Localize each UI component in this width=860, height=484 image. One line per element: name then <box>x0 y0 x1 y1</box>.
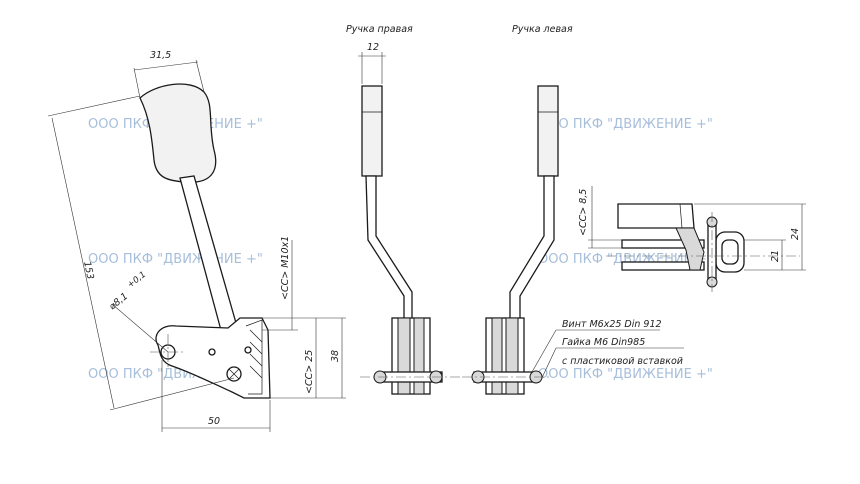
dim-base-length: 50 <box>208 416 220 427</box>
screw-leader <box>531 329 557 373</box>
bolt-cross <box>228 368 240 380</box>
small-hole <box>244 346 252 354</box>
right-handle-view: Ручка правая 12 <box>346 24 460 395</box>
left-handle-view: Ручка левая Винт М6х25 Din 912 Гайка М6 … <box>462 24 684 395</box>
dim-8-5: <СС> 8,5 <box>578 189 589 236</box>
dim-hole-tolerance: +0,1 <box>126 270 148 291</box>
left-bracket-plate <box>491 317 503 395</box>
hatch-line <box>249 353 263 367</box>
detail-arm <box>675 227 705 271</box>
hatch-line <box>249 329 263 343</box>
detail-block <box>617 203 695 229</box>
dim-ext <box>109 377 235 411</box>
side-bracket <box>155 317 271 399</box>
dim-line <box>133 61 199 71</box>
right-grip <box>361 85 383 177</box>
hatch-line <box>249 341 263 355</box>
dim-38: 38 <box>330 350 341 362</box>
right-bracket-plate <box>413 317 425 395</box>
dim-hole-diameter: ⌀8,1 <box>107 291 130 312</box>
detail-line <box>679 203 683 229</box>
dim-ext <box>47 95 141 117</box>
dim-line <box>51 117 115 409</box>
watermark-6: ООО ПКФ "ДВИЖЕНИЕ +" <box>538 367 713 382</box>
dim-leader <box>111 303 169 353</box>
dim-24: 24 <box>790 228 801 240</box>
watermarks: ООО ПКФ "ДВИЖЕНИЕ +" ООО ПКФ "ДВИЖЕНИЕ +… <box>88 117 713 382</box>
dim-21: 21 <box>770 250 781 262</box>
small-hole <box>208 348 216 356</box>
watermark-2: ООО ПКФ "ДВИЖЕНИЕ +" <box>538 117 713 132</box>
dim-front-width: 12 <box>367 42 379 53</box>
nut-leader <box>539 347 557 383</box>
dim-overall-length: 153 <box>81 260 96 280</box>
note-nut-line1: Гайка М6 Din985 <box>562 337 645 348</box>
right-shaft <box>365 175 413 321</box>
note-screw: Винт М6х25 Din 912 <box>562 319 662 330</box>
detail-plate-lower <box>621 261 705 271</box>
top-detail-view: <СС> 8,5 24 21 <box>578 186 806 292</box>
detail-link-hole <box>721 239 739 265</box>
right-handle-title: Ручка правая <box>346 24 413 35</box>
watermark-3: ООО ПКФ "ДВИЖЕНИЕ +" <box>88 252 263 267</box>
detail-plate-upper <box>621 239 705 249</box>
left-grip <box>537 85 559 177</box>
hatch-line <box>249 365 263 379</box>
left-handle-title: Ручка левая <box>512 24 573 35</box>
side-bracket-rib <box>245 319 263 395</box>
note-nut-line2: с пластиковой вставкой <box>562 356 683 367</box>
dim-25: <СС> 25 <box>304 350 315 394</box>
side-grip <box>139 83 217 183</box>
left-shaft <box>509 175 555 321</box>
dim-ext <box>133 67 141 99</box>
dim-grip-width: 31,5 <box>150 50 171 61</box>
side-view: 31,5 153 ⌀8,1 +0,1 50 <СС> М10х1 <СС> 25… <box>47 50 346 432</box>
dim-thread: <СС> М10х1 <box>280 236 291 300</box>
dim-ext <box>195 59 205 93</box>
